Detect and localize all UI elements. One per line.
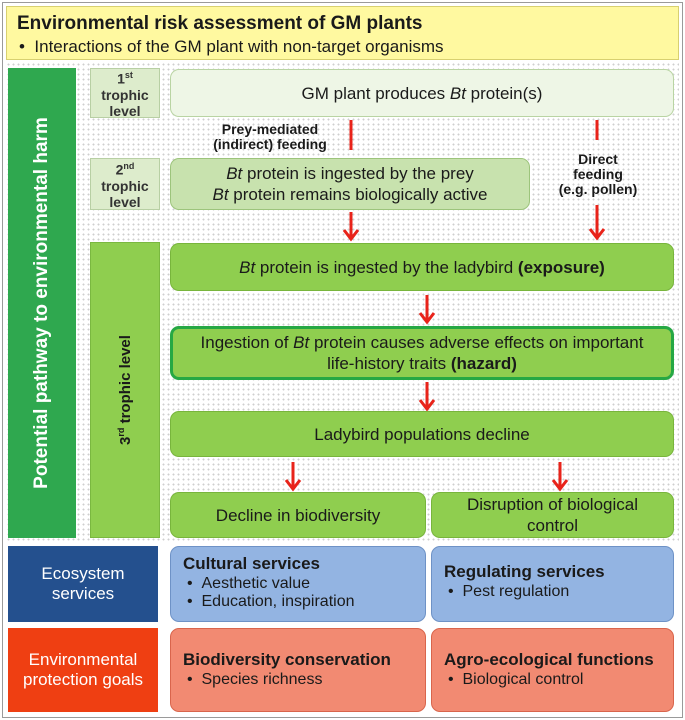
level-2-box: 2nd trophic level bbox=[90, 158, 160, 210]
biodiversity-decline-text: Decline in biodiversity bbox=[215, 505, 381, 525]
regulating-item: • Pest regulation bbox=[448, 583, 570, 600]
header-bullet: • Interactions of the GM plant with non-… bbox=[19, 37, 444, 57]
level-1-box: 1st trophic level bbox=[90, 68, 160, 119]
ladybird-exposure-text: Bt protein is ingested by the ladybird (… bbox=[239, 257, 605, 277]
gm-plant-box: GM plant produces Bt protein(s) bbox=[170, 69, 674, 117]
prey-line-2: Bt protein remains biologically active bbox=[212, 185, 488, 204]
biodiversity-item: • Species richness bbox=[187, 671, 323, 688]
regulating-services-box: Regulating services • Pest regulation bbox=[431, 546, 674, 622]
prey-line-1: Bt protein is ingested by the prey bbox=[226, 164, 474, 183]
cultural-item: • Education, inspiration bbox=[187, 593, 355, 610]
level-2-number: 2nd bbox=[115, 161, 135, 178]
population-decline-text: Ladybird populations decline bbox=[314, 424, 530, 444]
ecosystem-services-label: Ecosystem services bbox=[8, 546, 158, 622]
disruption-box: Disruption of biological control bbox=[431, 492, 674, 538]
prey-arrow-lower bbox=[342, 212, 360, 242]
biodiversity-conservation-box: Biodiversity conservation • Species rich… bbox=[170, 628, 426, 712]
cultural-item: • Aesthetic value bbox=[187, 575, 311, 592]
arrow-hazard-decline bbox=[418, 382, 436, 412]
direct-arrow-upper bbox=[595, 120, 599, 140]
agro-ecological-title: Agro-ecological functions bbox=[444, 650, 654, 669]
population-decline-box: Ladybird populations decline bbox=[170, 411, 674, 457]
biodiversity-conservation-title: Biodiversity conservation bbox=[183, 650, 391, 669]
agro-item: • Biological control bbox=[448, 671, 584, 688]
protection-goals-label: Environmental protection goals bbox=[8, 628, 158, 712]
pathway-label: Potential pathway to environmental harm bbox=[31, 117, 52, 489]
arrow-decline-right bbox=[551, 462, 569, 492]
arrow-exposure-hazard bbox=[418, 295, 436, 325]
prey-box: Bt protein is ingested by the prey Bt pr… bbox=[170, 158, 530, 210]
bullet-glyph: • bbox=[19, 37, 25, 56]
cultural-services-box: Cultural services • Aesthetic value • Ed… bbox=[170, 546, 426, 622]
regulating-services-title: Regulating services bbox=[444, 562, 605, 581]
header-title: Environmental risk assessment of GM plan… bbox=[17, 13, 423, 34]
level-2-text: trophic level bbox=[101, 177, 149, 210]
ladybird-exposure-box: Bt protein is ingested by the ladybird (… bbox=[170, 243, 674, 291]
cultural-services-title: Cultural services bbox=[183, 554, 321, 573]
hazard-text: Ingestion of Bt protein causes adverse e… bbox=[200, 333, 644, 373]
biodiversity-decline-box: Decline in biodiversity bbox=[170, 492, 426, 538]
gm-plant-text: GM plant produces Bt protein(s) bbox=[301, 83, 543, 103]
hazard-box: Ingestion of Bt protein causes adverse e… bbox=[170, 326, 674, 380]
pathway-sidebar: Potential pathway to environmental harm bbox=[8, 68, 76, 538]
prey-arrow-upper bbox=[349, 120, 353, 150]
disruption-text: Disruption of biological control bbox=[466, 495, 639, 535]
level-1-number: 1st bbox=[117, 70, 133, 87]
level-3-label: 3rd trophic level bbox=[116, 335, 134, 445]
level-1-text: trophic level bbox=[101, 86, 149, 119]
level-3-box: 3rd trophic level bbox=[90, 242, 160, 538]
header-panel: Environmental risk assessment of GM plan… bbox=[6, 6, 679, 60]
direct-arrow-lower bbox=[588, 205, 606, 241]
prey-mediated-label: Prey-mediated (indirect) feeding bbox=[213, 121, 327, 152]
arrow-decline-left bbox=[284, 462, 302, 492]
header-bullet-text: Interactions of the GM plant with non-ta… bbox=[34, 37, 444, 56]
direct-feeding-label: Direct feeding (e.g. pollen) bbox=[558, 151, 638, 197]
agro-ecological-box: Agro-ecological functions • Biological c… bbox=[431, 628, 674, 712]
